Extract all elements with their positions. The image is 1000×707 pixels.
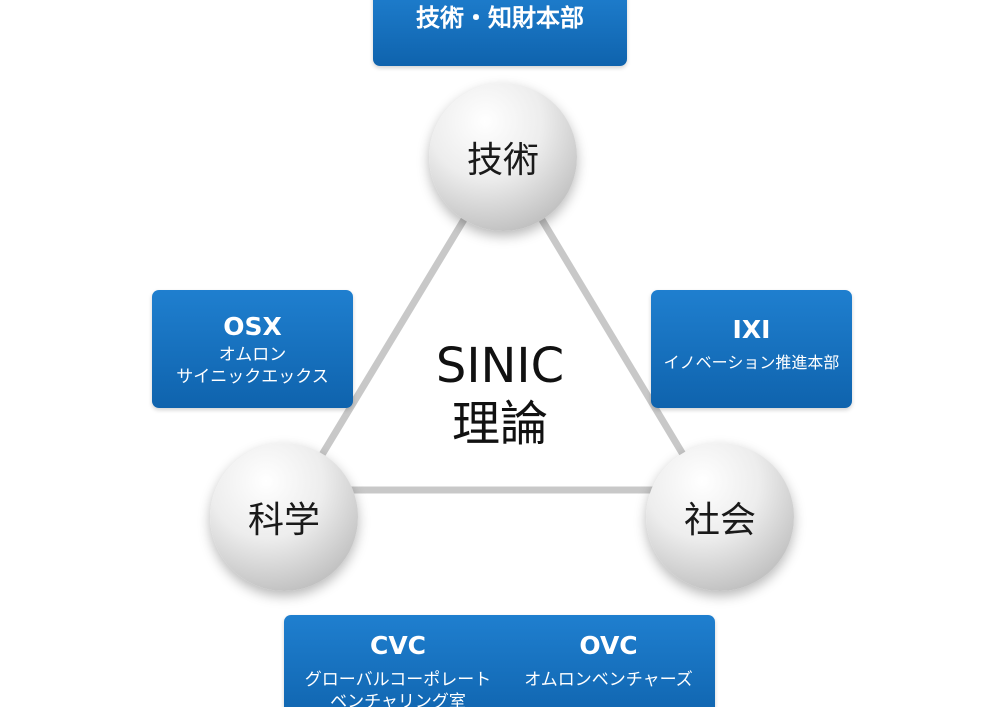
node-science: 科学 [210,443,358,591]
box-ixi-title: IXI [732,315,771,344]
node-society: 社会 [646,443,794,591]
node-society-label: 社会 [683,500,756,541]
box-cvc-sub1: グローバルコーポレート [304,670,492,690]
node-science-label: 科学 [247,500,320,541]
box-ovc-title: OVC [579,631,638,660]
box-osx-title: OSX [223,312,282,341]
box-cvc-ovc: CVC グローバルコーポレート ベンチャリング室 OVC オムロンベンチャーズ [284,615,715,707]
box-osx-sub1: オムロン [218,345,287,365]
box-cvc-sub2: ベンチャリング室 [330,692,466,707]
box-osx: OSX オムロン サイニックエックス [152,290,353,408]
box-cvc-title: CVC [369,631,427,660]
center-title-line1: SINIC [435,338,565,394]
center-title: SINIC 理論 [400,337,600,453]
box-ovc-sub1: オムロンベンチャーズ [524,670,693,690]
box-technology-ip-division-title: 技術・知財本部 [416,4,584,32]
box-osx-sub2: サイニックエックス [176,367,329,387]
node-technology: 技術 [429,83,577,231]
center-title-line2: 理論 [451,396,548,452]
node-technology-label: 技術 [466,140,539,181]
box-ovc: OVC オムロンベンチャーズ [502,631,715,691]
box-ixi-sub1: イノベーション推進本部 [663,353,840,372]
box-ixi: IXI イノベーション推進本部 [651,290,852,408]
box-cvc: CVC グローバルコーポレート ベンチャリング室 [284,631,512,707]
box-technology-ip-division: 技術・知財本部 [373,0,627,66]
